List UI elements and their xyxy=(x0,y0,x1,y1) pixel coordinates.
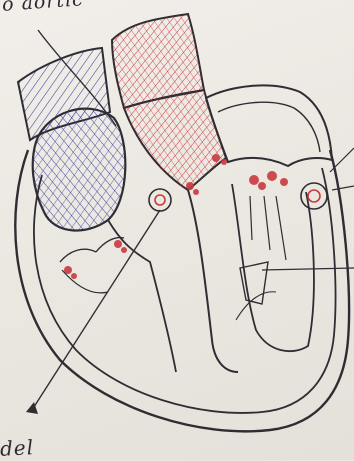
valve-circle-icon xyxy=(301,183,327,209)
pointer-line-right xyxy=(262,268,354,270)
left-atrium-outline xyxy=(206,85,332,166)
leader-line-lower xyxy=(32,210,160,410)
valve-circle-icon xyxy=(149,189,171,211)
left-atrium-inner xyxy=(218,102,320,152)
bottom-label: del xyxy=(0,435,35,461)
septum-line xyxy=(188,190,238,372)
